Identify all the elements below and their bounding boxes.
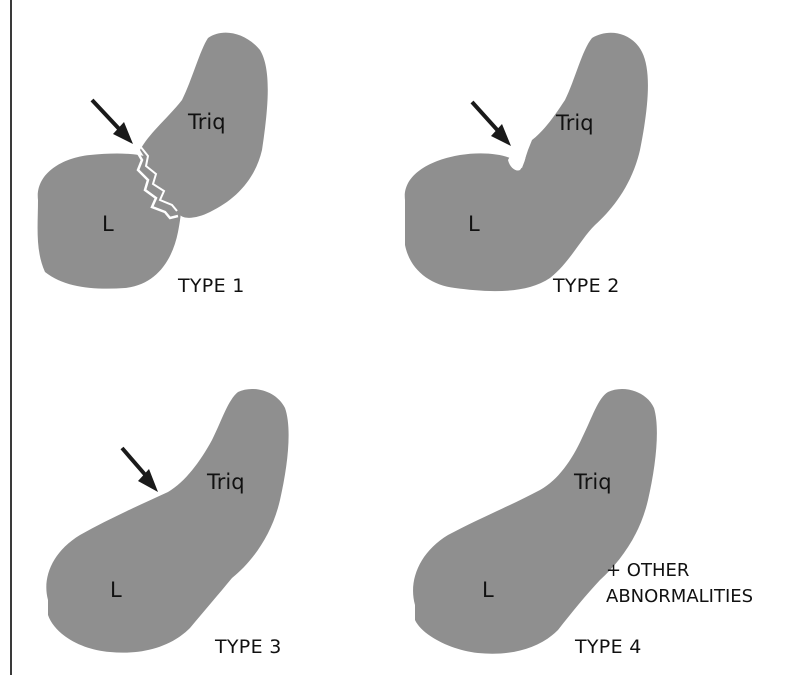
type-4-bones-diagram — [360, 330, 789, 675]
type-label: TYPE 3 — [215, 638, 282, 657]
label-triquetrum: Triq — [207, 472, 245, 493]
label-triquetrum: Triq — [556, 113, 594, 134]
note-line-1: + OTHER — [606, 558, 753, 584]
panel-type-4: Triq L + OTHER ABNORMALITIES TYPE 4 — [360, 330, 789, 675]
arrow-shaft — [472, 102, 500, 133]
lunate-triquetrum-fused-bone — [46, 389, 288, 653]
panel-type-2: Triq L TYPE 2 — [360, 0, 760, 330]
lunate-triquetrum-fused-bone — [405, 33, 648, 291]
label-triquetrum: Triq — [574, 472, 612, 493]
note-line-2: ABNORMALITIES — [606, 584, 753, 610]
label-triquetrum: Triq — [188, 112, 226, 133]
other-abnormalities-note: + OTHER ABNORMALITIES — [606, 558, 753, 610]
lunate-triquetrum-fused-bone — [413, 389, 657, 654]
type-label: TYPE 4 — [575, 638, 642, 657]
arrow-shaft — [122, 448, 148, 478]
arrow-shaft — [92, 100, 122, 132]
type-label: TYPE 1 — [178, 277, 245, 296]
label-lunate: L — [482, 580, 494, 601]
type-label: TYPE 2 — [553, 277, 620, 296]
panel-type-1: Triq L TYPE 1 — [0, 0, 400, 330]
label-lunate: L — [468, 214, 480, 235]
label-lunate: L — [110, 580, 122, 601]
label-lunate: L — [102, 214, 114, 235]
type-3-bones-diagram — [0, 330, 400, 675]
panel-type-3: Triq L TYPE 3 — [0, 330, 400, 675]
